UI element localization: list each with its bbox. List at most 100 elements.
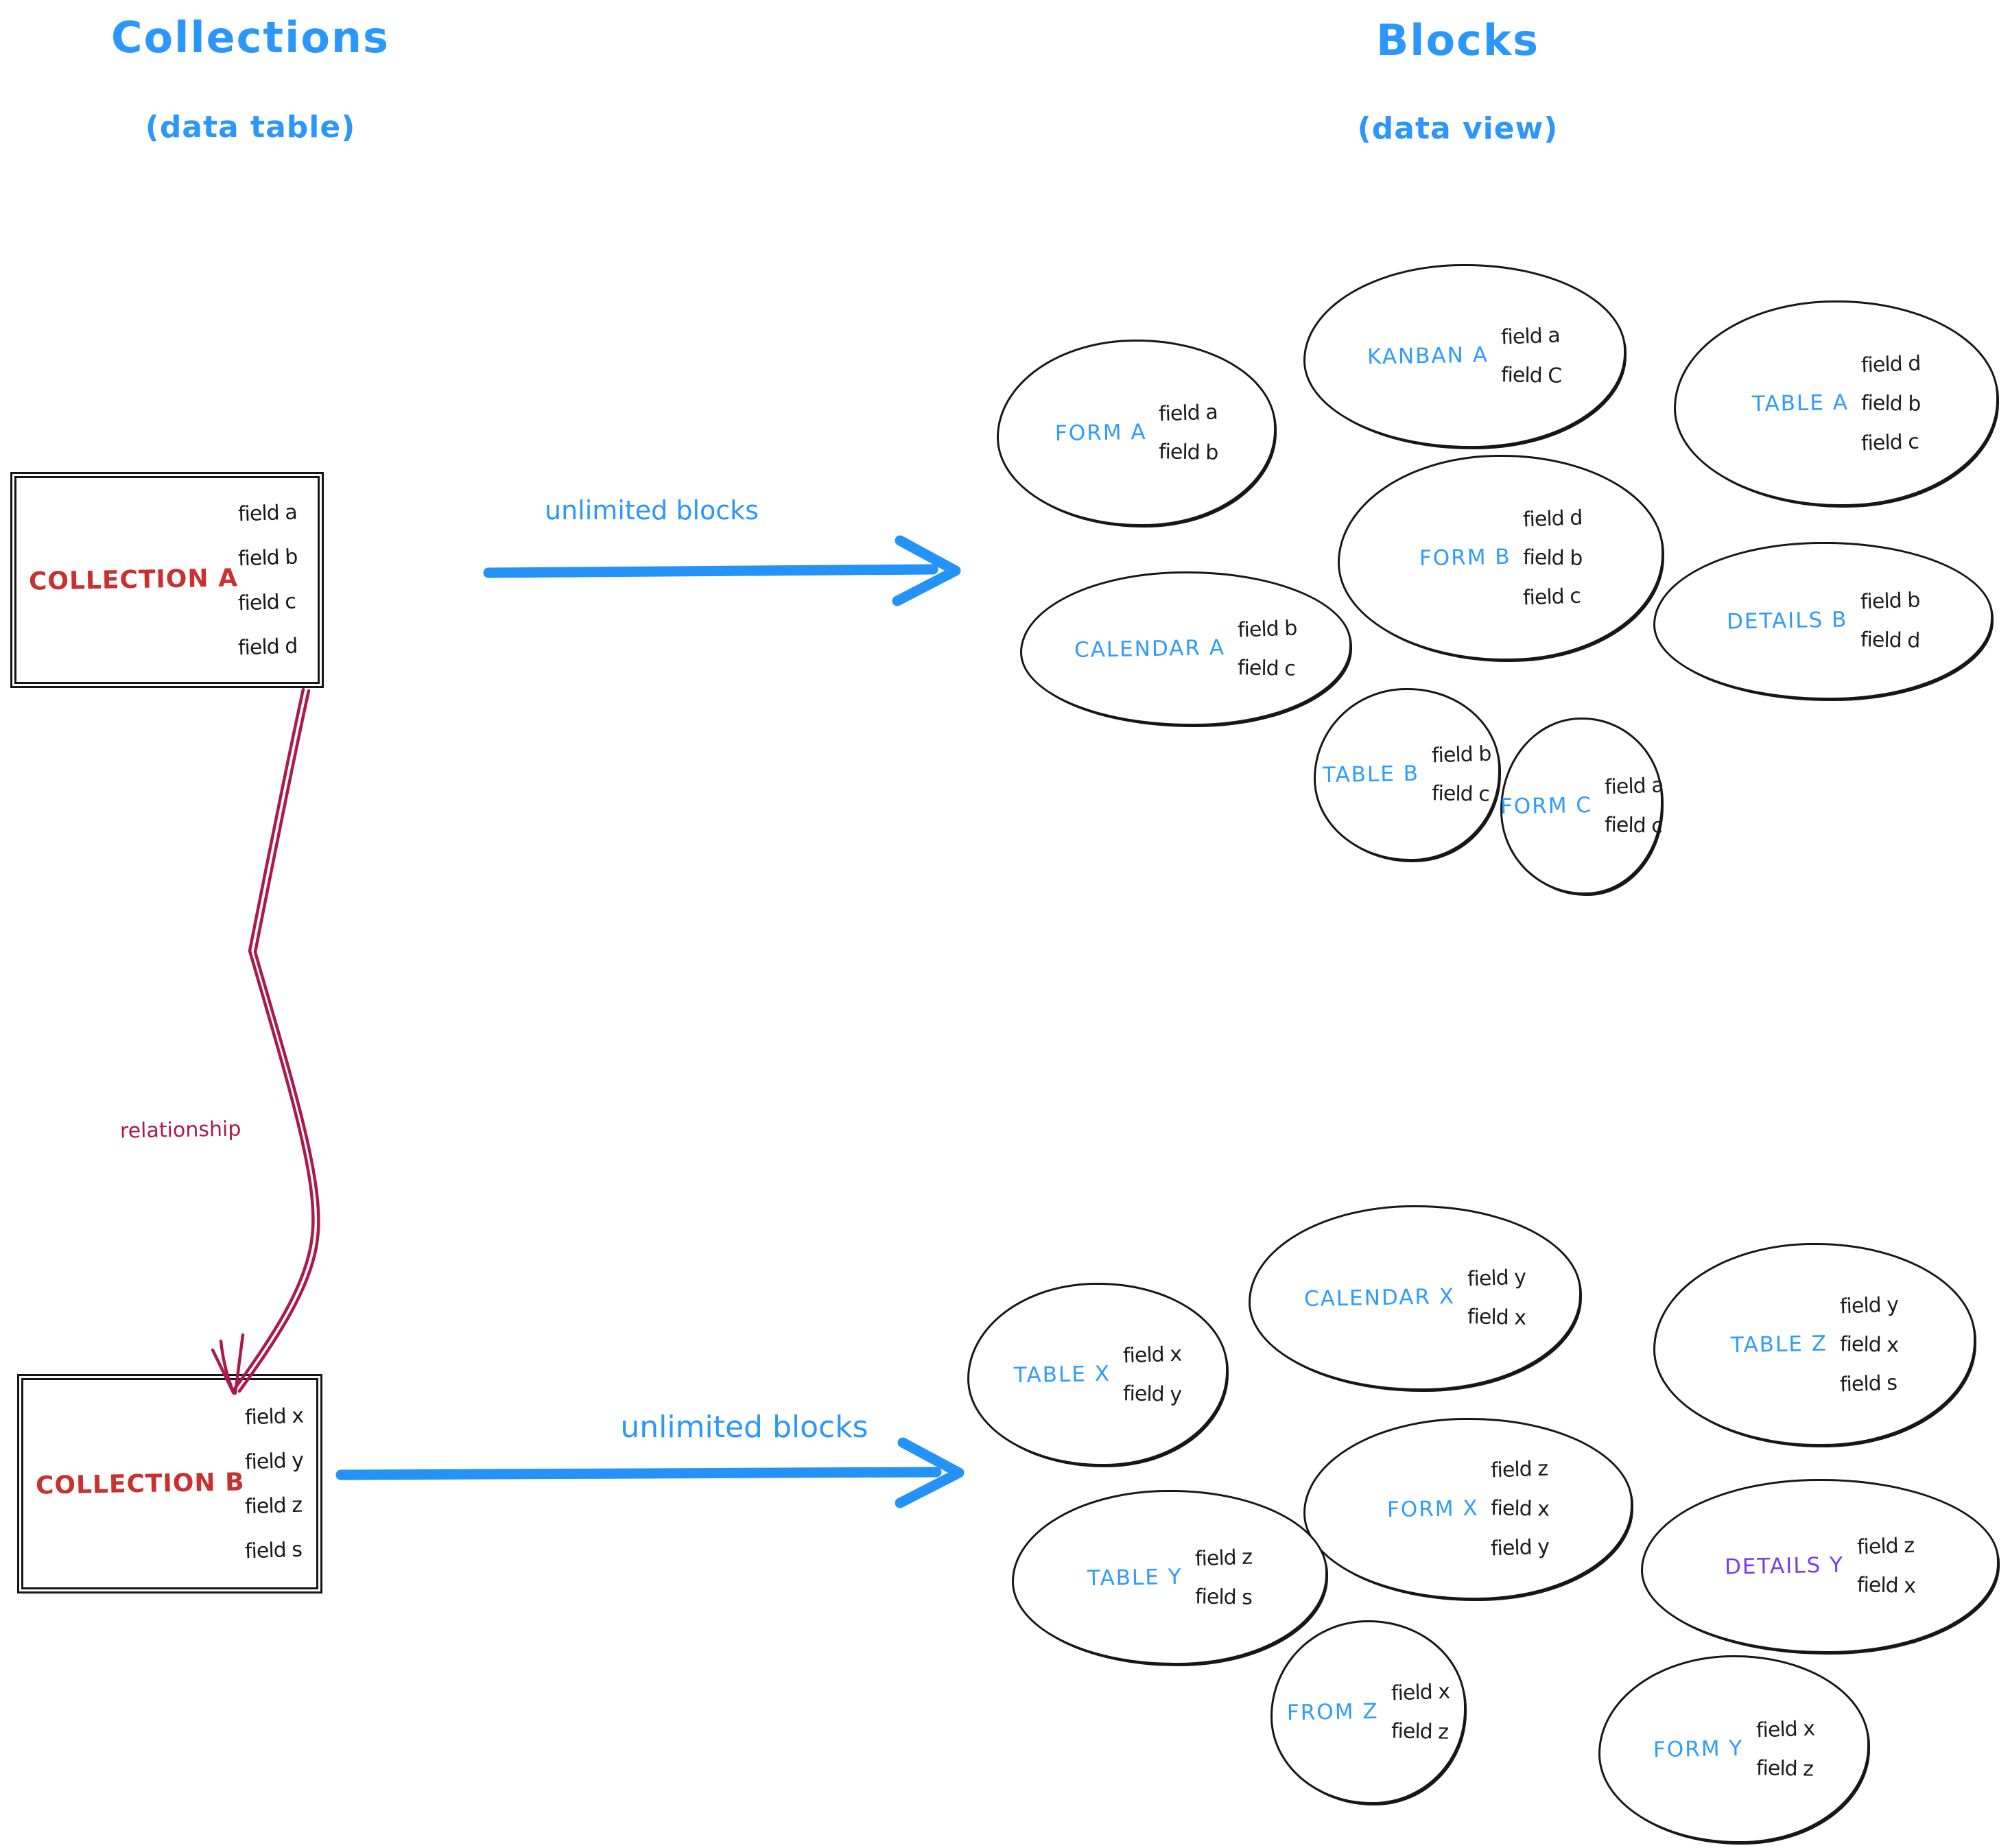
block-field: field c <box>1238 655 1296 681</box>
block-label: FORM C <box>1500 792 1592 820</box>
block-label: TABLE X <box>1013 1361 1111 1388</box>
relationship-arrow-head <box>233 1333 245 1395</box>
blocks-subtitle: (data view) <box>1357 111 1559 146</box>
block-fields: field z field x field y <box>1490 1456 1550 1561</box>
block-label: TABLE Z <box>1730 1331 1828 1358</box>
block-fields: field a field c <box>1604 773 1664 838</box>
block-label: TABLE B <box>1323 761 1420 788</box>
block-field: field b <box>1237 616 1298 642</box>
block-from-z: FROM Z field x field z <box>1270 1620 1466 1804</box>
block-field: field y <box>1839 1292 1899 1318</box>
block-field: field d <box>1860 351 1921 377</box>
block-details-b: DETAILS B field b field d <box>1653 542 1993 700</box>
block-field: field z <box>1490 1456 1548 1483</box>
relationship-line <box>232 687 315 1392</box>
block-field: field d <box>1522 506 1583 532</box>
block-field: field x <box>1391 1679 1450 1706</box>
block-field: field z <box>1755 1756 1813 1781</box>
arrow-head <box>892 535 961 606</box>
block-field: field b <box>1431 742 1492 768</box>
block-table-y: TABLE Y field z field s <box>1012 1490 1327 1665</box>
block-form-y: FORM Y field x field z <box>1598 1655 1869 1843</box>
block-field: field z <box>1856 1533 1915 1560</box>
block-fields: field d field b field c <box>1522 506 1583 610</box>
block-label: DETAILS B <box>1726 607 1848 635</box>
block-fields: field z field s <box>1194 1545 1253 1610</box>
block-field: field c <box>1860 429 1919 455</box>
block-field: field b <box>1158 440 1218 465</box>
block-field: field c <box>1604 813 1662 838</box>
block-calendar-x: CALENDAR X field y field x <box>1249 1205 1581 1390</box>
block-table-b: TABLE B field b field c <box>1314 688 1500 861</box>
block-field: field b <box>1522 545 1583 571</box>
block-field: field x <box>1467 1305 1526 1330</box>
block-label: TABLE A <box>1751 390 1849 417</box>
block-field: field y <box>1490 1535 1550 1561</box>
relationship-arrow <box>211 687 320 1395</box>
relationship-label: relationship <box>119 1117 241 1144</box>
block-field: field b <box>1859 588 1920 615</box>
unlimited-blocks-arrow-b <box>335 1437 965 1508</box>
block-kanban-a: KANBAN A field a field C <box>1303 264 1626 448</box>
block-field: field x <box>1490 1496 1550 1521</box>
block-field: field a <box>1500 323 1561 350</box>
blocks-title: Blocks <box>1376 15 1539 65</box>
block-fields: field z field x <box>1856 1533 1915 1598</box>
block-field: field x <box>1122 1342 1182 1368</box>
block-label: DETAILS Y <box>1725 1552 1845 1580</box>
relationship-line <box>237 689 320 1393</box>
block-field: field a <box>1604 773 1664 800</box>
block-field: field c <box>1432 781 1490 807</box>
arrow-head <box>895 1437 965 1508</box>
block-table-a: TABLE A field d field b field c <box>1674 300 1998 506</box>
block-field: field z <box>1194 1545 1253 1571</box>
block-form-a: FORM A field a field b <box>997 340 1276 526</box>
block-table-z: TABLE Z field y field x field s <box>1653 1243 1976 1446</box>
block-fields: field x field y <box>1122 1342 1182 1407</box>
block-label: FORM Y <box>1653 1736 1744 1763</box>
block-form-c: FORM C field a field c <box>1500 718 1664 895</box>
block-field: field y <box>1122 1381 1182 1407</box>
block-fields: field x field z <box>1391 1679 1450 1744</box>
collection-a-box: COLLECTION A field a field b field c fie… <box>10 472 324 688</box>
block-fields: field a field C <box>1500 323 1562 388</box>
block-table-x: TABLE X field x field y <box>967 1283 1228 1466</box>
block-field: field y <box>1467 1265 1526 1292</box>
block-field: field b <box>1860 390 1921 416</box>
block-form-x: FORM X field z field x field y <box>1303 1418 1633 1600</box>
block-label: TABLE Y <box>1087 1564 1183 1591</box>
block-field: field x <box>1755 1716 1815 1743</box>
collections-subtitle: (data table) <box>145 110 356 145</box>
arrow-shaft <box>335 1467 942 1480</box>
block-fields: field y field x field s <box>1839 1292 1899 1397</box>
unlimited-blocks-label-b: unlimited blocks <box>620 1410 868 1445</box>
block-label: KANBAN A <box>1367 342 1489 370</box>
block-fields: field b field c <box>1237 616 1298 681</box>
block-fields: field a field b <box>1158 401 1218 465</box>
collection-b-box: COLLECTION B field x field y field z fie… <box>17 1374 322 1594</box>
block-field: field s <box>1194 1584 1253 1610</box>
block-field: field C <box>1501 363 1562 388</box>
block-fields: field x field z <box>1755 1716 1815 1781</box>
block-field: field x <box>1856 1573 1915 1598</box>
block-fields: field b field c <box>1431 742 1492 807</box>
arrow-shaft <box>483 564 938 578</box>
relationship-arrow-head <box>219 1339 236 1395</box>
block-label: CALENDAR A <box>1074 635 1226 663</box>
block-field: field s <box>1839 1371 1897 1397</box>
block-label: CALENDAR X <box>1303 1284 1456 1312</box>
block-label: FORM X <box>1386 1495 1479 1522</box>
unlimited-blocks-arrow-a <box>483 535 961 606</box>
block-label: FROM Z <box>1286 1698 1380 1726</box>
unlimited-blocks-label-a: unlimited blocks <box>545 495 759 525</box>
block-field: field z <box>1391 1719 1449 1744</box>
block-fields: field d field b field c <box>1860 351 1921 455</box>
collections-title: Collections <box>111 12 390 62</box>
block-details-y: DETAILS Y field z field x <box>1641 1479 1999 1653</box>
block-label: FORM A <box>1054 419 1147 447</box>
block-calendar-a: CALENDAR A field b field c <box>1020 571 1351 726</box>
block-field: field x <box>1839 1331 1899 1358</box>
block-field: field d <box>1860 628 1920 653</box>
